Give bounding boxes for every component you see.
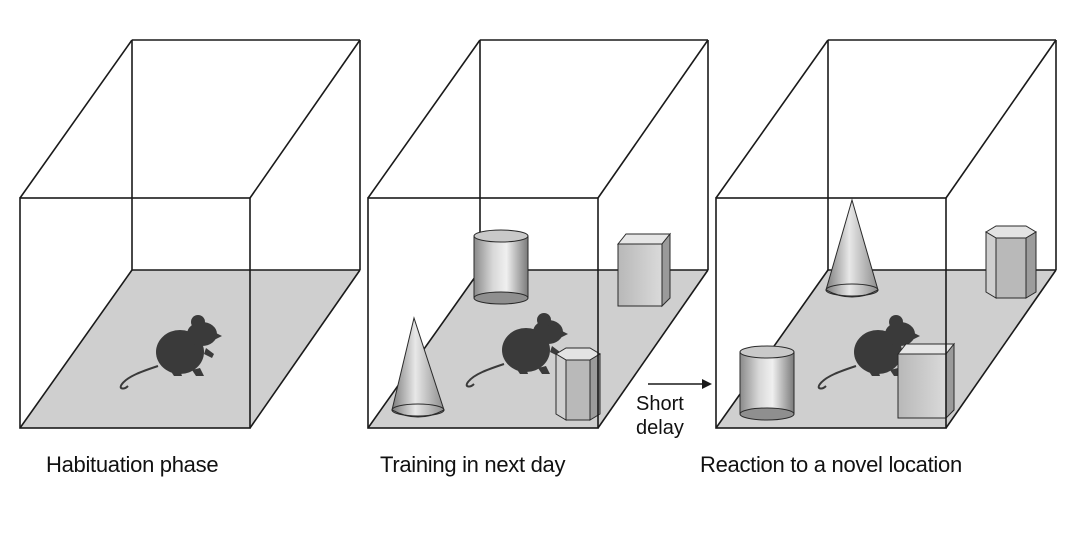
cube-object — [616, 232, 672, 308]
caption-novel-location: Reaction to a novel location — [700, 452, 962, 477]
hexagonal-prism-object — [555, 347, 601, 421]
cylinder-object — [473, 229, 529, 305]
panel-training — [367, 39, 709, 429]
cylinder-object — [739, 345, 795, 421]
short-delay-line2: delay — [636, 417, 684, 439]
caption-training-phase: Training in next day — [380, 452, 566, 477]
hexagonal-prism-object — [985, 225, 1037, 299]
panel-habituation — [19, 39, 361, 429]
panel-novel-location — [715, 39, 1057, 429]
cone-object — [825, 198, 879, 298]
short-delay-label: Short delay — [636, 392, 684, 440]
transition-arrow — [648, 379, 712, 389]
cube-object — [896, 342, 956, 420]
short-delay-line1: Short — [636, 393, 684, 415]
caption-habituation-phase: Habituation phase — [46, 452, 219, 477]
cone-object — [391, 316, 445, 418]
